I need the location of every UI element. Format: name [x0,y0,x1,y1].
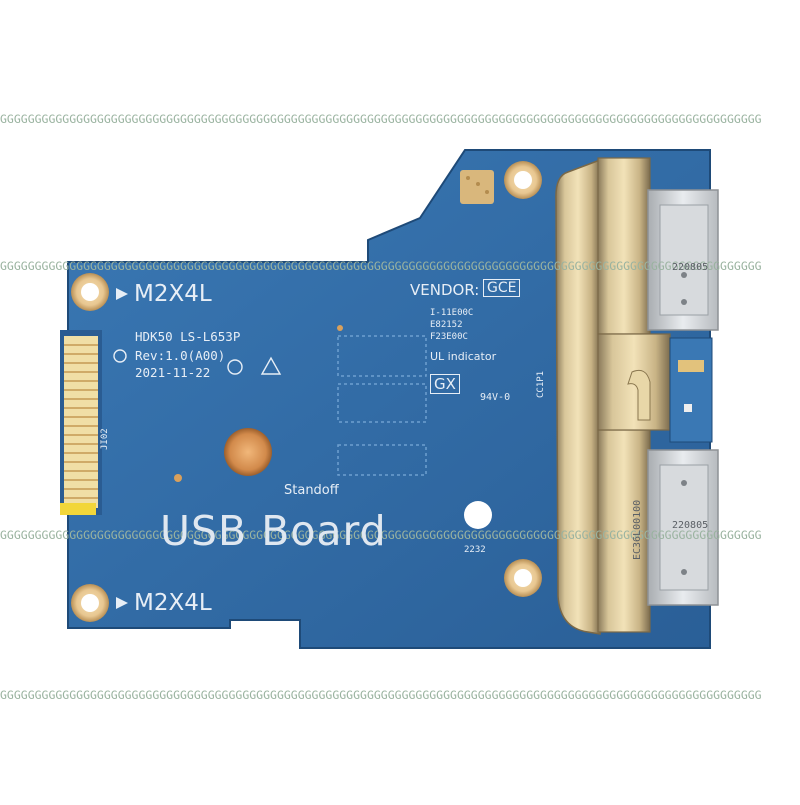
standoff-label: Standoff [284,483,339,498]
watermark-row: GGGGGGGGGGGGGGGGGGGGGGGGGGGGGGGGGGGGGGGG… [0,688,762,702]
part-ref: 2232 [464,545,486,555]
code-line: E82152 [430,320,463,330]
ul-indicator-label: UL indicator [430,350,497,363]
connector-ref: JI02 [100,428,110,450]
code-line: I-11E00C [430,308,474,318]
vendor-code: GCE [483,279,521,297]
code-line: F23E00C [430,332,468,342]
arrow-bottom [116,597,128,609]
arrow-top [116,288,128,300]
port-serial: EC36L00100 [632,499,643,560]
usb-port-top [647,189,719,331]
ul-mark: GX [430,374,460,394]
pcb-body [67,149,711,649]
mounting-holes [71,161,542,622]
date-label: 2021-11-22 [135,365,211,380]
screw-label-bottom: M2X4L [134,590,212,616]
board-title: USB Board [160,507,387,555]
watermark-row: GGGGGGGGGGGGGGGGGGGGGGGGGGGGGGGGGGGGGGGG… [0,112,762,126]
edge-connector [60,330,102,515]
watermark-row: GGGGGGGGGGGGGGGGGGGGGGGGGGGGGGGGGGGGGGGG… [0,528,762,542]
screw-label-top: M2X4L [134,281,212,307]
ic-footprints [337,335,427,476]
port-label-bottom: 220805 [672,520,709,531]
side-connector [669,337,713,443]
cc-ref: CC1P1 [536,370,546,398]
revision-label: Rev:1.0(A00) [135,348,226,363]
usb-port-bottom [647,449,719,606]
test-pads [460,170,494,204]
metal-bracket [555,158,601,635]
standoff-pad [224,428,272,476]
port-label-top: 220805 [672,262,709,273]
model-label: HDK50 LS-L653P [135,329,241,344]
ul-rating: 94V-0 [480,392,511,403]
vendor-label: VENDOR: [410,281,480,299]
watermark-row: GGGGGGGGGGGGGGGGGGGGGGGGGGGGGGGGGGGGGGGG… [0,259,762,273]
